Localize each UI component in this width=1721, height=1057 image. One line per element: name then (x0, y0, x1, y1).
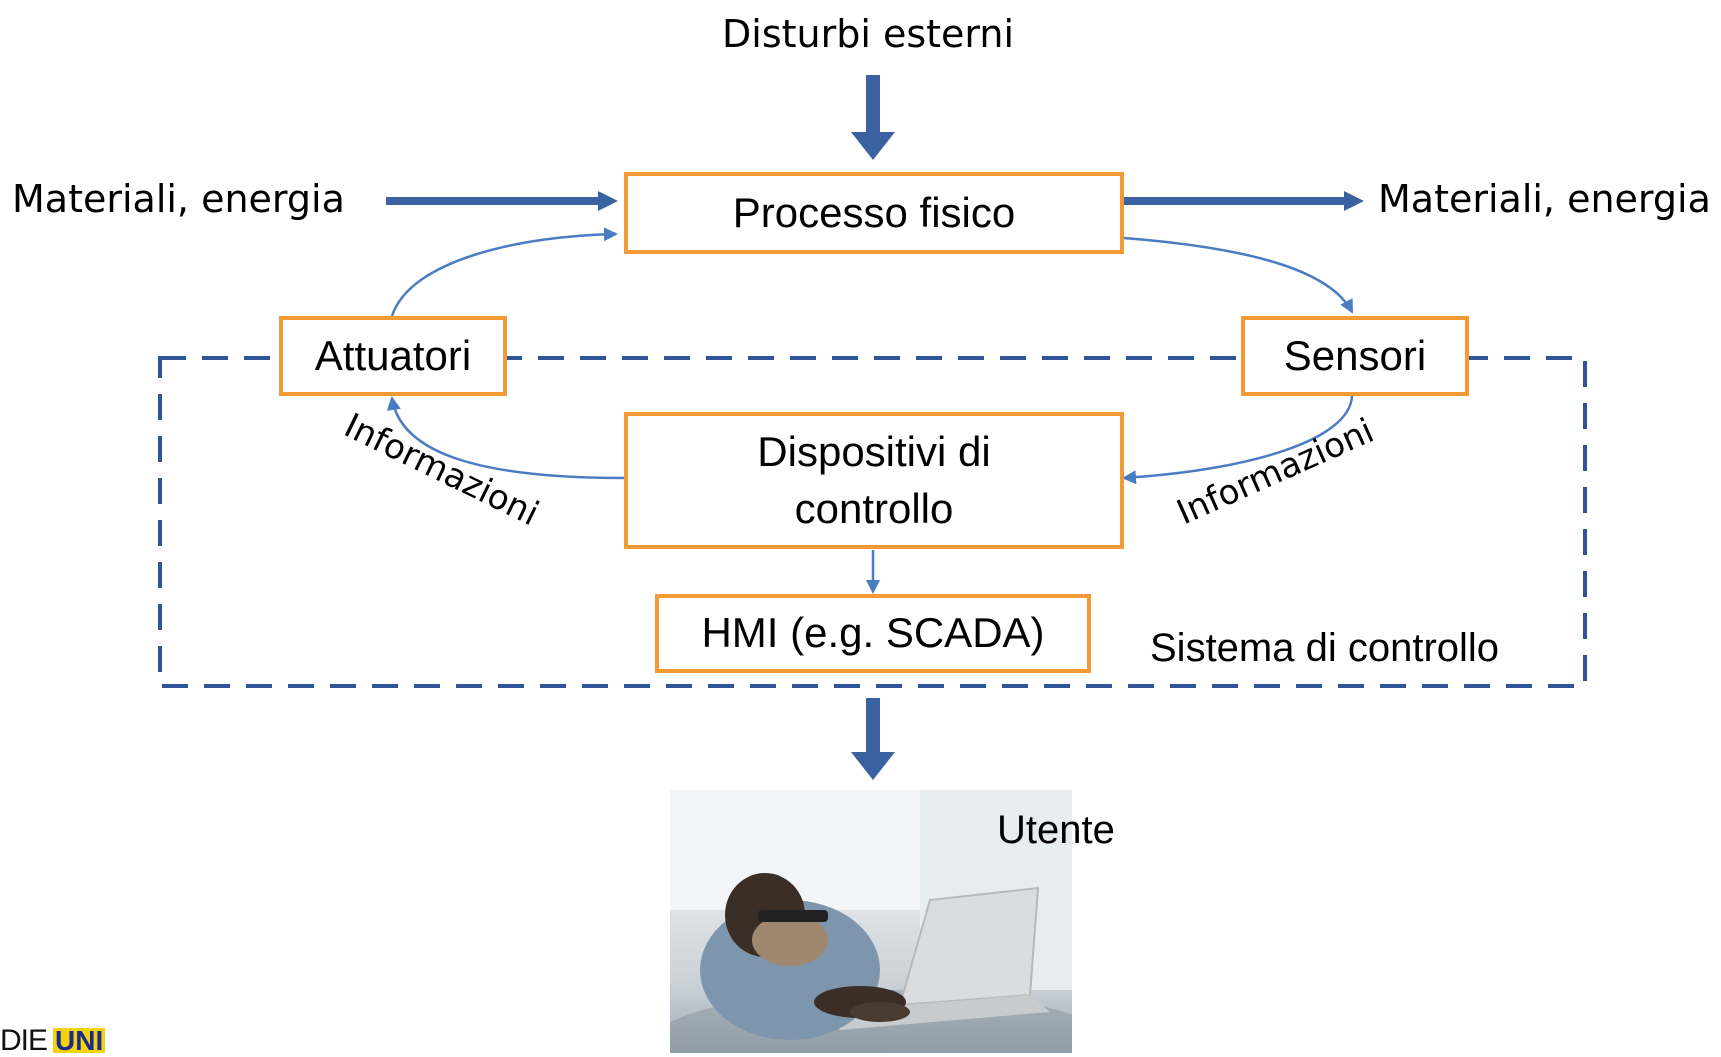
control-system-label: Sistema di controllo (1150, 626, 1500, 670)
actuators-box: Attuatori (279, 316, 507, 396)
actuators-to-process-arc (390, 227, 618, 317)
control-devices-line2: controllo (794, 484, 954, 532)
output-materials-label: Materiali, energia (1378, 177, 1711, 221)
hmi-box: HMI (e.g. SCADA) (655, 594, 1091, 673)
logo: DIE UNI (0, 1024, 106, 1057)
user-label: Utente (997, 808, 1115, 852)
control-devices-line1: Dispositivi di (757, 428, 991, 476)
logo-right-text: UNI (53, 1025, 106, 1056)
disturbance-arrow (851, 75, 895, 160)
user-photo-illustration (670, 790, 1072, 1053)
control-devices-box: Dispositivi di controllo (624, 412, 1124, 549)
output-arrow (1124, 191, 1364, 211)
hmi-label: HMI (e.g. SCADA) (701, 609, 1045, 657)
physical-process-box: Processo fisico (624, 172, 1124, 254)
sensors-to-control-arc (1122, 395, 1354, 485)
logo-left-text: DIE (0, 1024, 48, 1057)
control-system-boundary (158, 356, 1587, 688)
input-arrow (386, 191, 618, 211)
actuators-label: Attuatori (314, 331, 472, 379)
sensors-label: Sensori (1283, 331, 1427, 379)
user-photo (670, 790, 1072, 1053)
control-to-actuators-arc (386, 396, 625, 480)
disturbances-label: Disturbi esterni (722, 12, 1015, 56)
process-to-sensors-arc (1123, 236, 1354, 314)
physical-process-label: Processo fisico (732, 188, 1016, 236)
input-materials-label: Materiali, energia (12, 177, 345, 221)
sensors-box: Sensori (1241, 316, 1469, 396)
user-arrow (851, 698, 895, 780)
